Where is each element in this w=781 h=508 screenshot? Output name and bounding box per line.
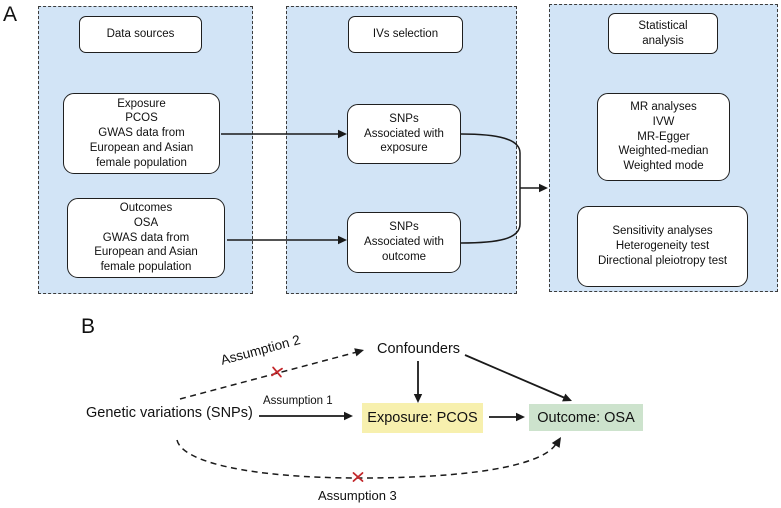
ivs-selection-title: IVs selection [372,28,439,41]
mr-analyses-text: MR analyses IVW MR-Egger Weighted-median… [618,101,709,173]
arrowhead-icon [344,411,353,421]
arrowhead-icon [354,348,364,357]
sensitivity-analyses-text: Sensitivity analyses Heterogeneity test … [597,225,728,267]
arrowhead-icon [551,437,561,448]
genetic-variations-label: Genetic variations (SNPs) [86,405,253,421]
assumption-2-label: Assumption 2 [219,332,302,368]
snps-exposure-text: SNPs Associated with exposure [364,112,444,155]
outcomes-data-box: Outcomes OSA GWAS data from European and… [67,198,225,278]
ivs-selection-title-box: IVs selection [348,16,463,53]
snps-outcome-box: SNPs Associated with outcome [347,212,461,273]
data-sources-title: Data sources [106,28,175,41]
statistical-analysis-title-box: Statistical analysis [608,13,718,54]
outcomes-data-text: Outcomes OSA GWAS data from European and… [94,202,198,274]
assumption-1-label: Assumption 1 [263,395,333,407]
arrowhead-icon [516,412,525,422]
panel-b-label: B [81,315,96,338]
red-cross-icon [352,472,364,482]
arrow-confounders-to-outcome [464,354,566,399]
outcome-osa-text: Outcome: OSA [537,409,635,426]
exposure-data-box: Exposure PCOS GWAS data from European an… [63,93,220,174]
arrowhead-icon [539,183,548,193]
statistical-analysis-title: Statistical analysis [638,19,688,47]
red-cross-icon [271,366,283,378]
exposure-pcos-text: Exposure: PCOS [367,410,478,426]
dashed-curve-assumption3 [176,439,557,479]
exposure-data-text: Exposure PCOS GWAS data from European an… [89,97,194,169]
snps-outcome-text: SNPs Associated with outcome [364,221,444,263]
data-sources-title-box: Data sources [79,16,202,53]
exposure-pcos-box: Exposure: PCOS [362,403,483,433]
mr-analyses-box: MR analyses IVW MR-Egger Weighted-median… [597,93,730,181]
violation-crosses [271,366,364,482]
outcome-osa-box: Outcome: OSA [529,404,643,431]
snps-exposure-box: SNPs Associated with exposure [347,104,461,164]
panel-a-label: A [3,3,18,26]
sensitivity-analyses-box: Sensitivity analyses Heterogeneity test … [577,206,748,287]
dashed-arrow-assumption2 [179,351,358,400]
confounders-label: Confounders [377,341,461,357]
assumption-3-label: Assumption 3 [318,488,397,503]
arrowhead-icon [413,394,423,403]
